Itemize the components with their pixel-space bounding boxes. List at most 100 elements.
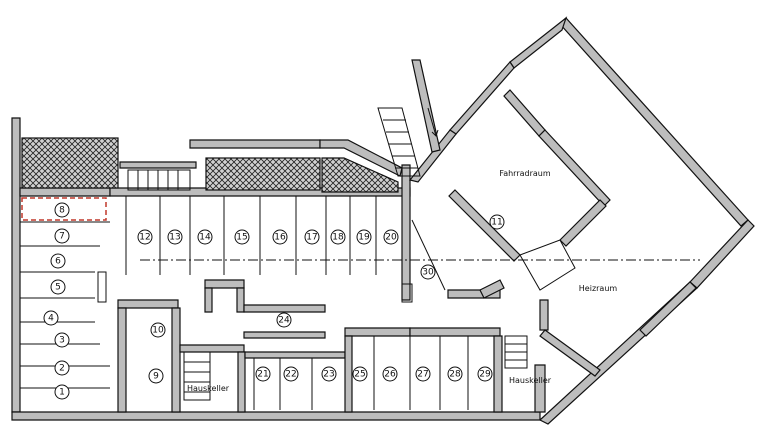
room-label-fahrradraum: Fahrradraum	[499, 169, 551, 178]
space-number: 29	[479, 370, 491, 380]
space-marker-circle	[477, 366, 493, 382]
space-marker-circle	[197, 229, 213, 245]
space-marker-30: 30	[420, 264, 436, 280]
space-marker-circle	[50, 253, 66, 269]
space-marker-circle	[54, 384, 70, 400]
space-marker-circle	[330, 229, 346, 245]
space-marker-circle	[283, 366, 299, 382]
space-number: 17	[306, 233, 317, 243]
space-marker-3: 3	[54, 332, 70, 348]
space-marker-circle	[54, 360, 70, 376]
space-marker-circle	[150, 322, 166, 338]
space-number: 10	[152, 326, 164, 336]
space-marker-25: 25	[352, 366, 368, 382]
space-number: 11	[491, 218, 502, 228]
space-marker-16: 16	[272, 229, 288, 245]
space-number: 3	[59, 336, 65, 346]
space-marker-circle	[415, 366, 431, 382]
space-number: 19	[358, 233, 370, 243]
space-marker-22: 22	[283, 366, 299, 382]
space-number: 26	[384, 370, 396, 380]
space-marker-circle	[321, 366, 337, 382]
space-marker-12: 12	[137, 229, 153, 245]
space-number: 22	[285, 370, 296, 380]
space-marker-circle	[54, 332, 70, 348]
space-marker-circle	[352, 366, 368, 382]
space-number: 18	[332, 233, 344, 243]
space-number: 13	[169, 233, 180, 243]
space-marker-6: 6	[50, 253, 66, 269]
space-marker-circle	[54, 228, 70, 244]
space-number: 30	[422, 268, 434, 278]
stall-lines	[20, 196, 700, 410]
space-number: 8	[59, 206, 65, 216]
space-number: 6	[55, 257, 61, 267]
space-number: 9	[153, 372, 159, 382]
space-marker-5: 5	[50, 279, 66, 295]
space-marker-circle	[382, 366, 398, 382]
space-marker-28: 28	[447, 366, 463, 382]
space-marker-circle	[255, 366, 271, 382]
space-marker-17: 17	[304, 229, 320, 245]
space-number: 20	[385, 233, 397, 243]
space-marker-circle	[148, 368, 164, 384]
space-marker-circle	[304, 229, 320, 245]
space-marker-13: 13	[167, 229, 183, 245]
space-marker-24: 24	[276, 312, 292, 328]
space-number: 28	[449, 370, 461, 380]
space-number: 4	[48, 314, 54, 324]
space-marker-20: 20	[383, 229, 399, 245]
space-marker-2: 2	[54, 360, 70, 376]
space-number: 12	[139, 233, 150, 243]
space-marker-18: 18	[330, 229, 346, 245]
stairs	[127, 107, 528, 401]
hatched-areas	[21, 137, 399, 193]
space-marker-1: 1	[54, 384, 70, 400]
space-marker-circle	[276, 312, 292, 328]
space-marker-circle	[383, 229, 399, 245]
space-marker-9: 9	[148, 368, 164, 384]
space-marker-11: 11	[489, 214, 505, 230]
outer-walls	[11, 16, 755, 425]
room-label-heizraum: Heizraum	[579, 284, 618, 293]
space-marker-circle	[356, 229, 372, 245]
space-number: 16	[274, 233, 286, 243]
space-number: 2	[59, 364, 65, 374]
space-number: 15	[236, 233, 247, 243]
space-marker-circle	[54, 202, 70, 218]
space-marker-10: 10	[150, 322, 166, 338]
space-marker-8: 8	[54, 202, 70, 218]
space-marker-26: 26	[382, 366, 398, 382]
space-number: 25	[354, 370, 365, 380]
room-label-hauskeller-left: Hauskeller	[187, 384, 230, 393]
space-number: 14	[199, 233, 211, 243]
space-marker-19: 19	[356, 229, 372, 245]
space-marker-15: 15	[234, 229, 250, 245]
space-marker-29: 29	[477, 366, 493, 382]
space-number: 27	[417, 370, 428, 380]
space-number: 1	[59, 388, 65, 398]
highlighted-stall-8	[21, 197, 107, 221]
space-marker-circle	[234, 229, 250, 245]
space-number: 24	[278, 316, 290, 326]
space-number: 23	[323, 370, 334, 380]
space-marker-circle	[272, 229, 288, 245]
room-label-hauskeller-right: Hauskeller	[509, 376, 552, 385]
space-marker-27: 27	[415, 366, 431, 382]
space-marker-4: 4	[43, 310, 59, 326]
space-marker-circle	[167, 229, 183, 245]
space-marker-14: 14	[197, 229, 213, 245]
space-number: 21	[257, 370, 268, 380]
space-marker-23: 23	[321, 366, 337, 382]
space-number: 5	[55, 283, 61, 293]
space-marker-circle	[137, 229, 153, 245]
space-number: 7	[59, 232, 65, 242]
space-marker-circle	[420, 264, 436, 280]
space-marker-21: 21	[255, 366, 271, 382]
space-marker-circle	[43, 310, 59, 326]
space-marker-7: 7	[54, 228, 70, 244]
space-marker-circle	[489, 214, 505, 230]
space-marker-circle	[50, 279, 66, 295]
